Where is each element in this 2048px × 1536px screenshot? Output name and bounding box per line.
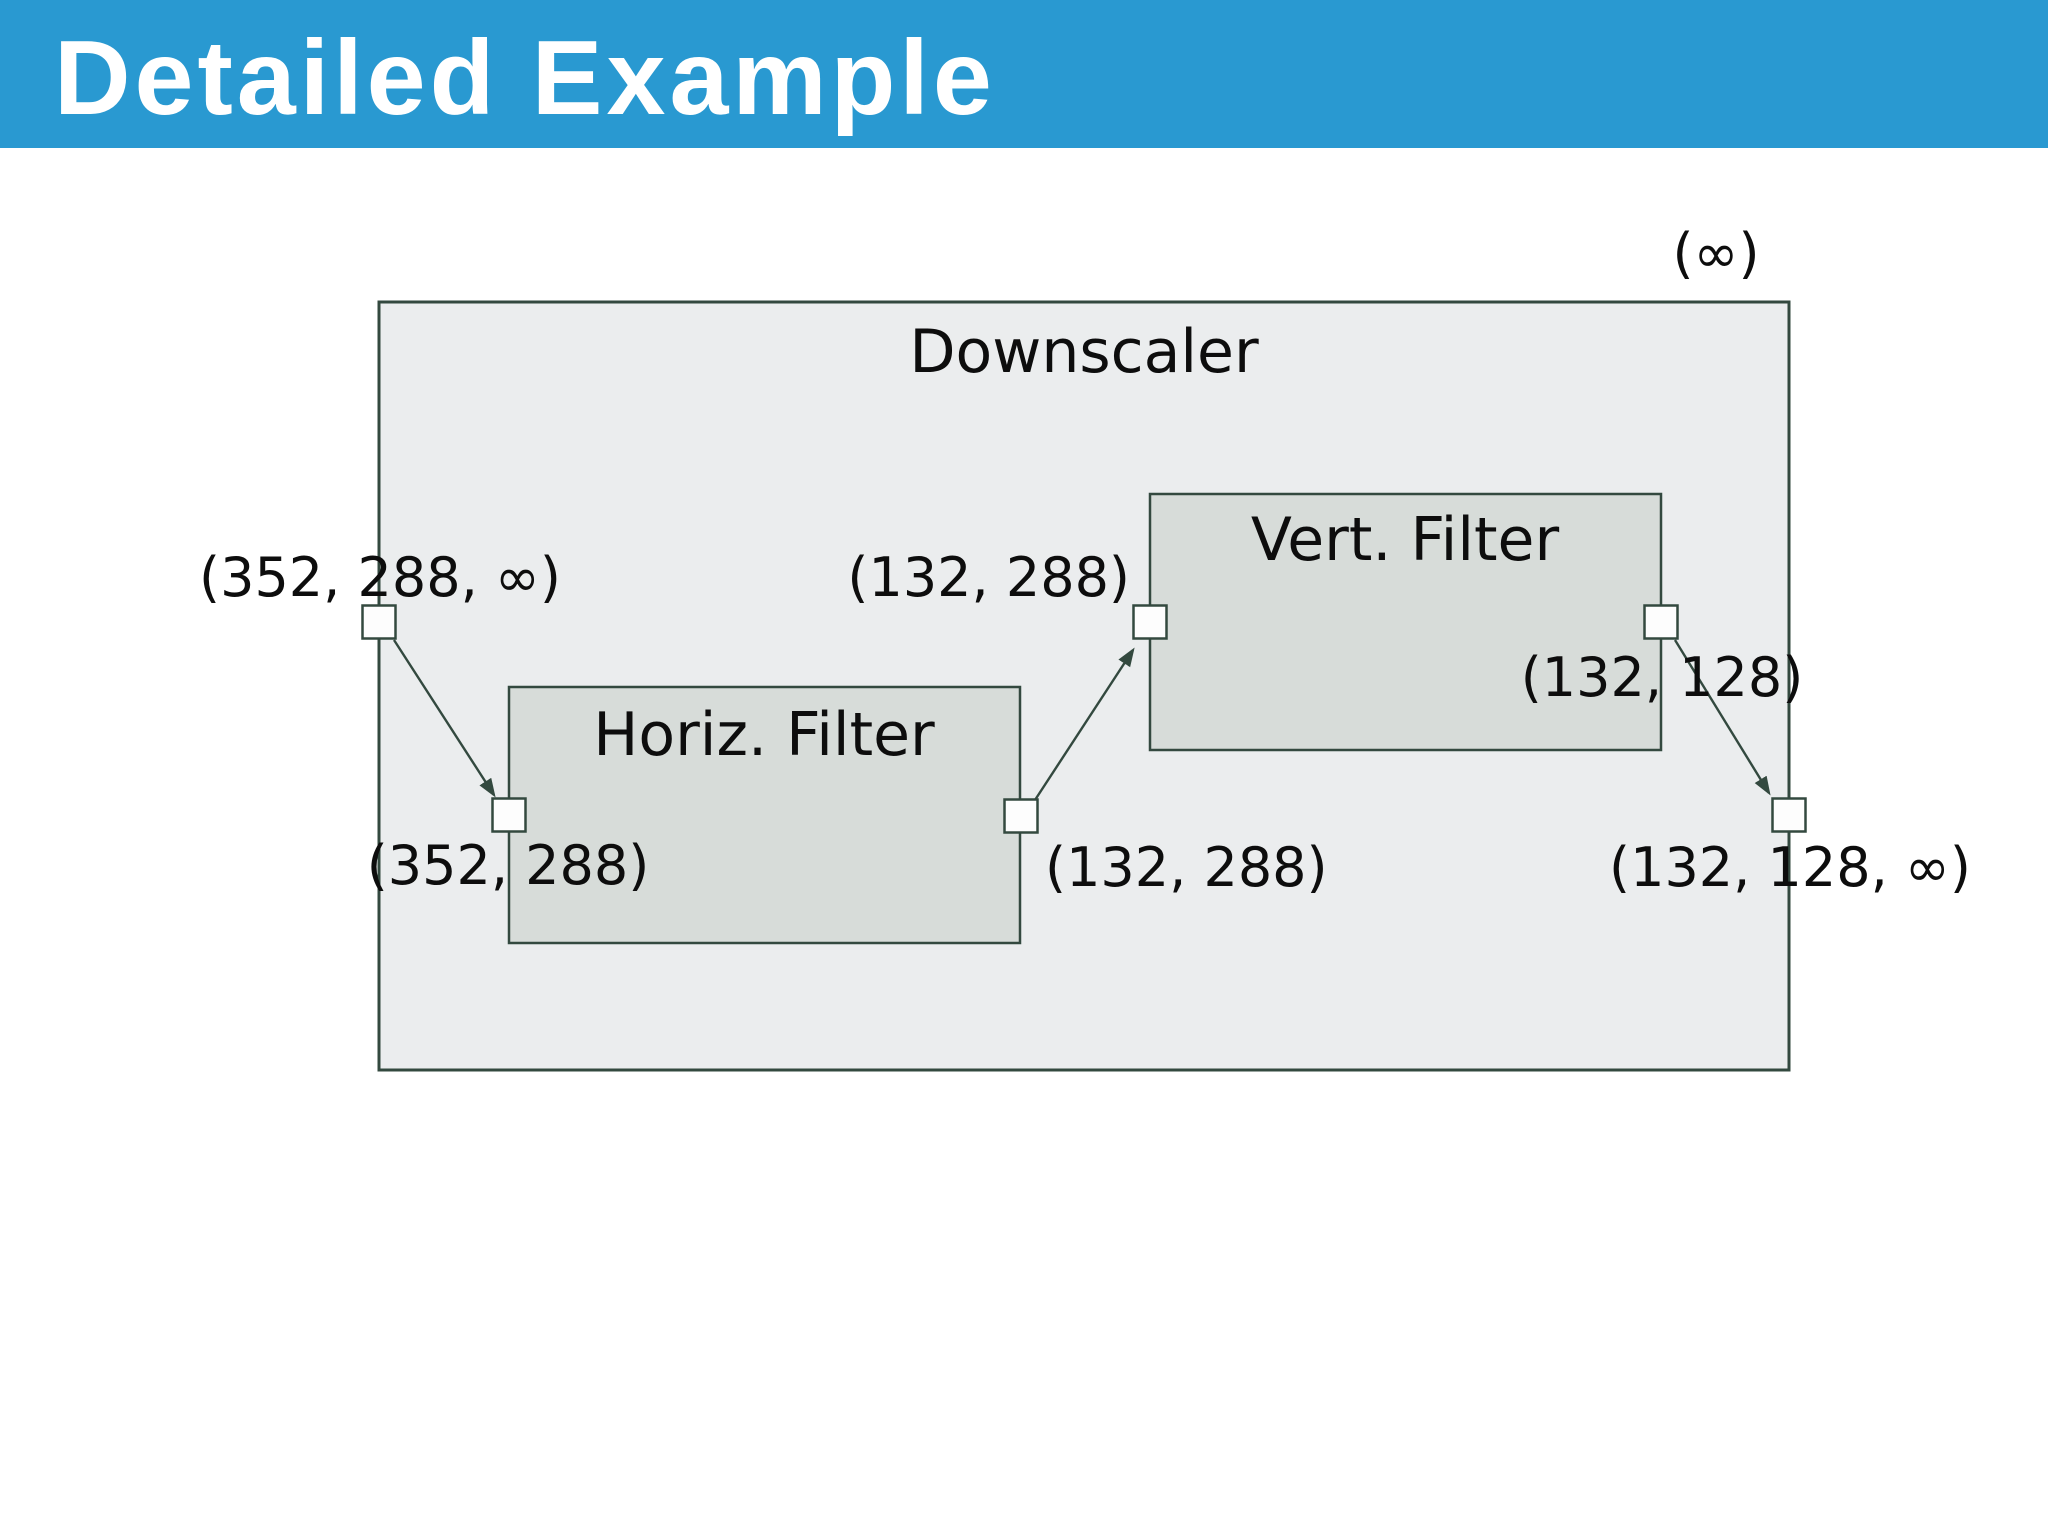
arrow-horiz-to-vert [1033, 647, 1135, 801]
horiz-filter-label: Horiz. Filter [593, 700, 935, 770]
arrow-downscaler-input-to-horiz [392, 639, 496, 798]
port-vert-input [1132, 604, 1168, 640]
port-downscaler-output [1771, 797, 1807, 833]
rate-label: (∞) [1672, 222, 1759, 285]
slide-header: Detailed Example [0, 0, 2048, 148]
port-vert-output [1643, 604, 1679, 640]
port-horiz-output [1003, 798, 1039, 834]
label-horiz-output: (132, 288) [1045, 836, 1328, 899]
port-downscaler-input [361, 604, 397, 640]
port-horiz-input [491, 797, 527, 833]
label-downscaler-output: (132, 128, ∞) [1609, 836, 1971, 899]
downscaler-label: Downscaler [909, 317, 1259, 387]
page-title: Detailed Example [54, 19, 996, 137]
vert-filter-box [1148, 492, 1663, 752]
vert-filter-label: Vert. Filter [1251, 505, 1560, 575]
label-horiz-input: (352, 288) [367, 834, 650, 897]
label-vert-input: (132, 288) [847, 546, 1130, 609]
label-vert-output: (132, 128) [1521, 646, 1804, 709]
arrow-vert-to-downscaler-output [1673, 639, 1771, 796]
label-downscaler-input: (352, 288, ∞) [199, 546, 561, 609]
